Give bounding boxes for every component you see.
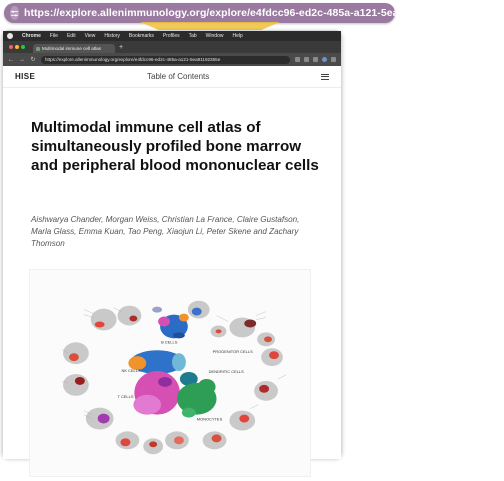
downloads-icon[interactable] (304, 57, 309, 62)
menu-bookmarks[interactable]: Bookmarks (128, 33, 154, 39)
profile-avatar-icon[interactable] (322, 57, 327, 62)
apple-icon[interactable] (7, 33, 13, 39)
address-url-text[interactable]: https://explore.allenimmunology.org/expl… (45, 57, 221, 62)
menubar-app-name[interactable]: Chrome (22, 33, 41, 39)
inset-label-marks (61, 307, 286, 419)
window-controls (9, 45, 25, 49)
browser-toolbar: ← → ↻ https://explore.allenimmunology.or… (3, 53, 341, 66)
site-logo[interactable]: HISE (15, 72, 36, 81)
maximize-window-button[interactable] (21, 45, 25, 49)
page-content: HISE Table of Contents Multimodal immune… (3, 66, 341, 477)
menu-window[interactable]: Window (205, 33, 224, 39)
inset-umaps (63, 300, 283, 455)
new-tab-button[interactable]: + (119, 43, 124, 51)
cluster-label-progenitor-cells: PROGENITOR CELLS (213, 349, 253, 354)
bookmark-star-icon[interactable] (492, 7, 504, 19)
site-settings-icon[interactable] (10, 6, 19, 20)
more-menu-icon[interactable] (331, 57, 336, 62)
browser-tab[interactable]: Multimodal immune cell atlas (33, 44, 115, 53)
cluster-label-monocytes: MONOCYTES (197, 417, 223, 422)
close-window-button[interactable] (9, 45, 13, 49)
cluster-label-b-cells: B CELLS (161, 339, 178, 344)
zoomed-address-bar[interactable]: https://explore.allenimmunology.org/expl… (4, 3, 504, 23)
article-authors: Aishwarya Chander, Morgan Weiss, Christi… (31, 215, 300, 248)
tab-favicon-icon (36, 46, 40, 51)
extension-icon[interactable] (295, 57, 300, 62)
forward-icon[interactable]: → (19, 56, 25, 63)
central-umap (128, 306, 217, 418)
open-in-app-icon[interactable] (455, 8, 466, 19)
cluster-label-dendritic-cells: DENDRITIC CELLS (209, 369, 245, 374)
menu-history[interactable]: History (104, 33, 120, 39)
menu-tab[interactable]: Tab (188, 33, 197, 39)
zoomed-url-text[interactable]: https://explore.allenimmunology.org/expl… (24, 7, 451, 19)
minimize-window-button[interactable] (15, 45, 19, 49)
screenshot-stage: https://explore.allenimmunology.org/expl… (2, 3, 504, 477)
table-of-contents-link[interactable]: Table of Contents (147, 72, 210, 81)
address-bar[interactable]: https://explore.allenimmunology.org/expl… (41, 55, 290, 64)
tab-strip: Multimodal immune cell atlas + (3, 41, 341, 53)
menu-profiles[interactable]: Profiles (162, 33, 180, 39)
menu-file[interactable]: File (49, 33, 58, 39)
cluster-label-nk-cells: NK CELLS (121, 368, 140, 373)
article-title: Multimodal immune cell atlas of simultan… (31, 119, 319, 174)
zoom-icon[interactable] (474, 8, 485, 19)
sidepanel-icon[interactable] (313, 57, 318, 62)
menu-edit[interactable]: Edit (66, 33, 76, 39)
menu-view[interactable]: View (84, 33, 96, 39)
toolbar-icons (295, 57, 336, 62)
tab-title: Multimodal immune cell atlas (42, 46, 101, 51)
browser-window: Chrome File Edit View History Bookmarks … (2, 30, 342, 477)
umap-figure: B CELLS NK CELLS T CELLS MONOCYTES DENDR… (29, 269, 311, 477)
cluster-label-t-cells: T CELLS (118, 394, 134, 399)
menu-help[interactable]: Help (232, 33, 243, 39)
back-icon[interactable]: ← (8, 56, 14, 63)
umap-figure-art: B CELLS NK CELLS T CELLS MONOCYTES DENDR… (61, 300, 286, 455)
mac-menubar: Chrome File Edit View History Bookmarks … (3, 31, 341, 41)
reload-icon[interactable]: ↻ (30, 57, 36, 63)
site-header: HISE Table of Contents (3, 66, 341, 88)
hamburger-menu-icon[interactable] (321, 73, 329, 80)
